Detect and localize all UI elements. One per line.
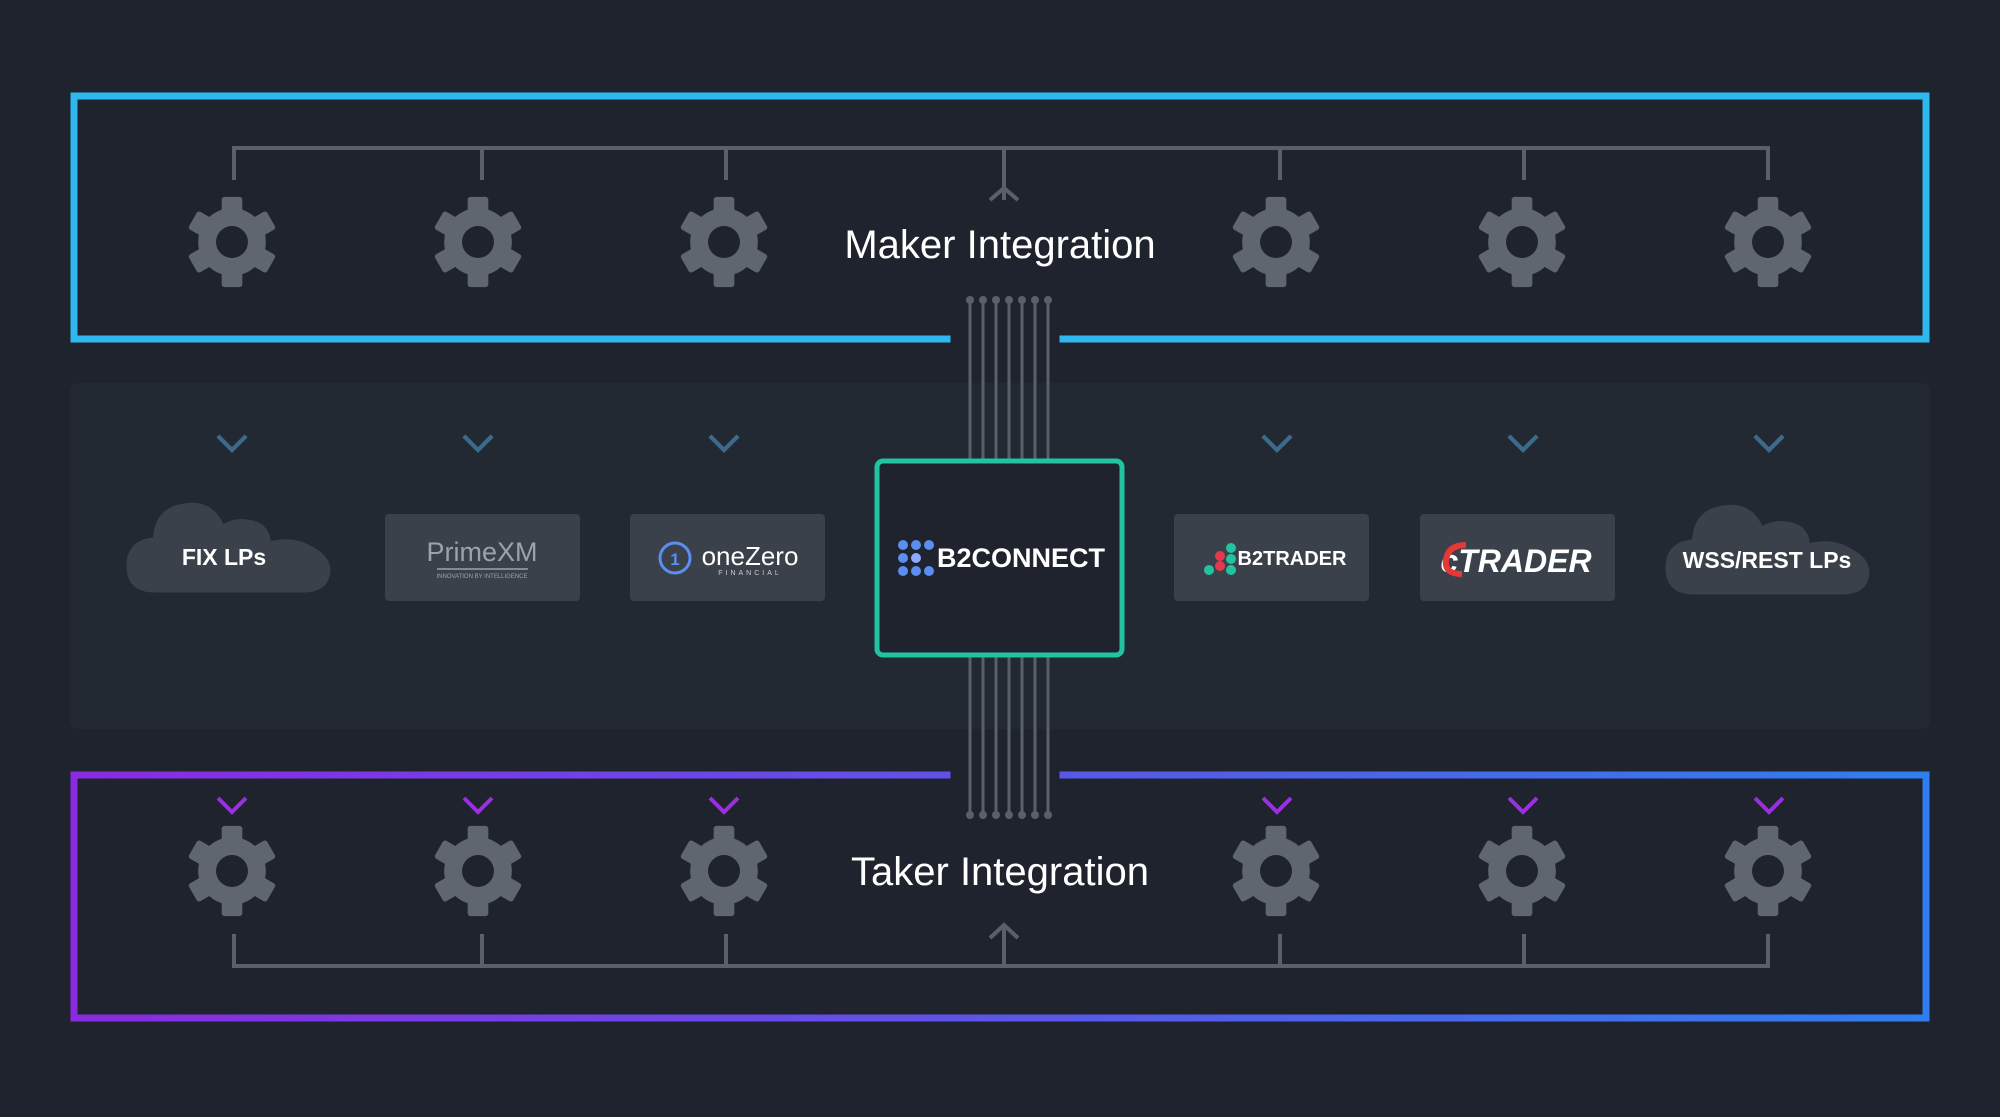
arrow-down-icon — [1753, 796, 1785, 815]
maker-title: Maker Integration — [844, 223, 1155, 267]
node-label: WSS/REST LPs — [1683, 547, 1852, 573]
b2connect-logo-icon — [898, 540, 934, 576]
bundle-dots — [966, 296, 1052, 819]
svg-text:1: 1 — [670, 550, 679, 569]
arrow-down-icon — [462, 796, 494, 815]
maker-arrowheads — [216, 434, 1785, 453]
node-b2connect: B2CONNECT — [874, 458, 1125, 658]
node-primexm: PrimeXM INNOVATION BY INTELLIGENCE — [385, 514, 580, 601]
taker-border — [70, 771, 1930, 1022]
arrow-down-icon — [1261, 796, 1293, 815]
arrow-up-icon — [988, 185, 1020, 202]
gear-icon — [1477, 196, 1567, 288]
node-label: oneZero — [702, 541, 799, 571]
gear-icon — [1231, 825, 1321, 917]
onezero-logo-icon — [658, 541, 692, 575]
arrow-down-icon — [708, 796, 740, 815]
gear-icon — [433, 196, 523, 288]
b2trader-logo-icon — [1204, 543, 1236, 575]
arrow-down-icon — [1507, 796, 1539, 815]
taker-arrows — [230, 663, 1771, 812]
gear-icon — [1231, 196, 1321, 288]
arrow-up-icon — [988, 922, 1020, 940]
taker-title: Taker Integration — [851, 850, 1149, 894]
center-bundle — [968, 300, 1050, 815]
gear-icon — [433, 825, 523, 917]
node-label: B2TRADER — [1238, 548, 1347, 570]
gear-icon — [187, 825, 277, 917]
arrow-down-icon — [216, 796, 248, 815]
taker-bus — [232, 922, 1770, 968]
node-b2trader: B2TRADER — [1174, 514, 1369, 601]
gear-icon — [1477, 825, 1567, 917]
maker-border — [70, 92, 1930, 343]
node-onezero: 1 oneZero FINANCIAL — [630, 514, 825, 601]
center-label: B2CONNECT — [937, 543, 1106, 573]
gear-icon — [679, 825, 769, 917]
node-tagline: INNOVATION BY INTELLIGENCE — [436, 574, 527, 580]
node-ctrader: cTRADER — [1420, 514, 1615, 601]
node-label: cTRADER — [1440, 543, 1591, 579]
gear-icon — [1723, 825, 1813, 917]
maker-bus — [232, 146, 1770, 202]
node-tagline: FINANCIAL — [718, 570, 782, 577]
node-label: PrimeXM — [426, 537, 537, 567]
gear-icon — [679, 196, 769, 288]
node-fix-lps: FIX LPs — [126, 502, 331, 593]
taker-arrowheads — [216, 796, 1785, 815]
node-wss-rest-lps: WSS/REST LPs — [1665, 504, 1870, 595]
node-label: FIX LPs — [182, 544, 266, 570]
gear-icon — [187, 196, 277, 288]
gear-icon — [1723, 196, 1813, 288]
